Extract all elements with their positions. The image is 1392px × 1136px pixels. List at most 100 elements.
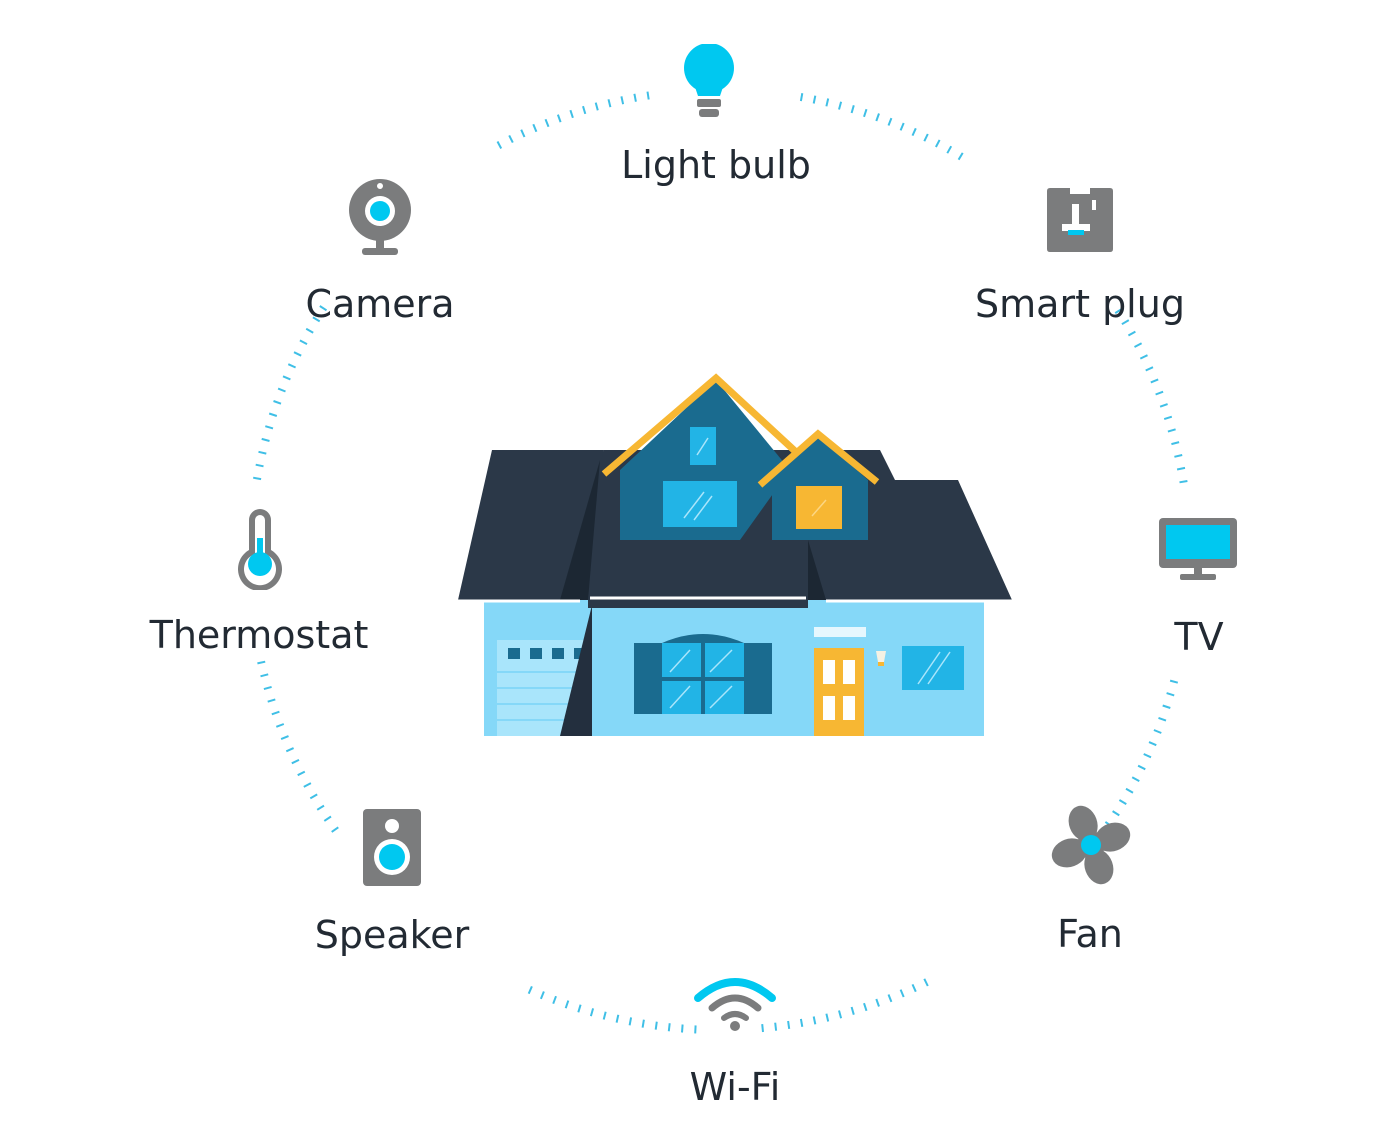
ring-dot	[787, 1020, 791, 1030]
ring-dot	[1121, 319, 1130, 326]
ring-dot	[681, 1024, 684, 1033]
ring-dot	[1112, 810, 1120, 817]
ring-dot	[552, 995, 557, 1005]
ring-dot	[1131, 776, 1140, 782]
ring-dot	[271, 710, 280, 716]
ring-dot	[863, 1002, 868, 1012]
ring-dot	[812, 95, 817, 104]
ring-dot	[1143, 753, 1152, 759]
ring-dot	[282, 375, 291, 381]
ring-dot	[1155, 390, 1164, 396]
ring-dot	[319, 305, 328, 312]
ring-dot	[1150, 378, 1159, 384]
ring-dot	[1148, 741, 1157, 747]
light-bulb-icon	[684, 44, 734, 117]
ring-dot	[253, 476, 262, 481]
ring-dot	[1171, 441, 1180, 446]
ring-dot	[1158, 716, 1167, 722]
ring-dot	[277, 387, 286, 393]
ring-dot	[556, 114, 562, 123]
main-gable-trim	[601, 373, 799, 477]
ring-dot	[258, 450, 267, 455]
small-gable-trim	[757, 429, 880, 488]
ring-dot	[615, 1014, 620, 1023]
ring-dot	[1169, 679, 1179, 684]
ring-dot	[255, 463, 264, 468]
smart-plug-icon	[1047, 188, 1113, 252]
ring-dot	[1159, 403, 1168, 408]
ring-dot	[1134, 342, 1143, 348]
label-thermostat: Thermostat	[149, 613, 369, 657]
ring-dot	[564, 1000, 570, 1009]
ring-dot	[957, 152, 964, 161]
ring-dot	[825, 1013, 830, 1022]
ring-dot	[602, 1011, 607, 1020]
ring-dot	[1166, 692, 1175, 697]
ring-dot	[863, 108, 868, 118]
right-shutter	[744, 643, 772, 714]
ring-dot	[1139, 354, 1148, 360]
fan-icon	[1051, 805, 1131, 885]
porch-lamp	[876, 651, 886, 666]
ring-dot	[589, 1008, 595, 1017]
label-tv: TV	[1174, 615, 1224, 659]
ring-dot	[532, 123, 538, 133]
left-shutter	[634, 643, 662, 714]
tv-icon	[1159, 518, 1237, 580]
ring-dot	[799, 93, 804, 102]
ring-dot	[267, 698, 276, 703]
ring-dot	[287, 363, 297, 369]
ring-dot	[285, 747, 295, 753]
ring-dot	[935, 139, 941, 148]
label-fan: Fan	[1057, 912, 1123, 956]
ring-dot	[923, 133, 929, 142]
label-light-bulb: Light bulb	[621, 143, 811, 187]
ring-dot	[628, 1017, 633, 1026]
ring-dot	[646, 91, 650, 100]
ring-dot	[667, 1023, 671, 1032]
label-smart-plug: Smart plug	[975, 282, 1185, 326]
ring-dot	[899, 122, 905, 131]
ring-dot	[496, 141, 503, 149]
ring-dot	[875, 998, 880, 1007]
left-roof	[458, 450, 604, 600]
ring-dot	[508, 134, 514, 144]
ring-dot	[812, 1016, 817, 1025]
ring-dot	[261, 437, 270, 442]
ring-dot	[316, 804, 325, 811]
ring-dot	[297, 770, 306, 777]
ring-dot	[620, 96, 625, 105]
ring-dot	[268, 412, 278, 417]
ring-dot	[299, 339, 308, 345]
ring-dot	[1127, 330, 1136, 337]
ring-dot	[850, 1006, 855, 1015]
ring-dot	[1176, 466, 1186, 471]
ring-dot	[875, 113, 880, 122]
ring-dot	[825, 98, 830, 107]
ring-dot	[257, 660, 266, 665]
thermostat-icon	[238, 509, 282, 590]
ring-dot	[312, 316, 321, 323]
ring-dot	[654, 1021, 658, 1030]
ring-dot	[305, 327, 314, 334]
camera-icon	[349, 179, 411, 255]
ring-dot	[263, 685, 272, 691]
ring-arc	[253, 305, 328, 481]
ring-dot	[1179, 480, 1188, 484]
ring-dot	[887, 117, 893, 126]
ring-dot	[911, 983, 917, 993]
ring-arc	[1114, 307, 1188, 484]
ring-dot	[544, 118, 550, 128]
ring-arc	[257, 660, 339, 833]
ring-dot	[293, 351, 302, 357]
ring-dot	[838, 101, 843, 110]
door-canopy	[814, 627, 866, 637]
ring-dot	[1174, 454, 1183, 458]
ring-dot	[633, 93, 637, 102]
label-wifi: Wi-Fi	[689, 1065, 781, 1109]
ring-dot	[850, 105, 855, 114]
ring-dot	[291, 758, 300, 765]
ring-arc	[496, 91, 650, 149]
